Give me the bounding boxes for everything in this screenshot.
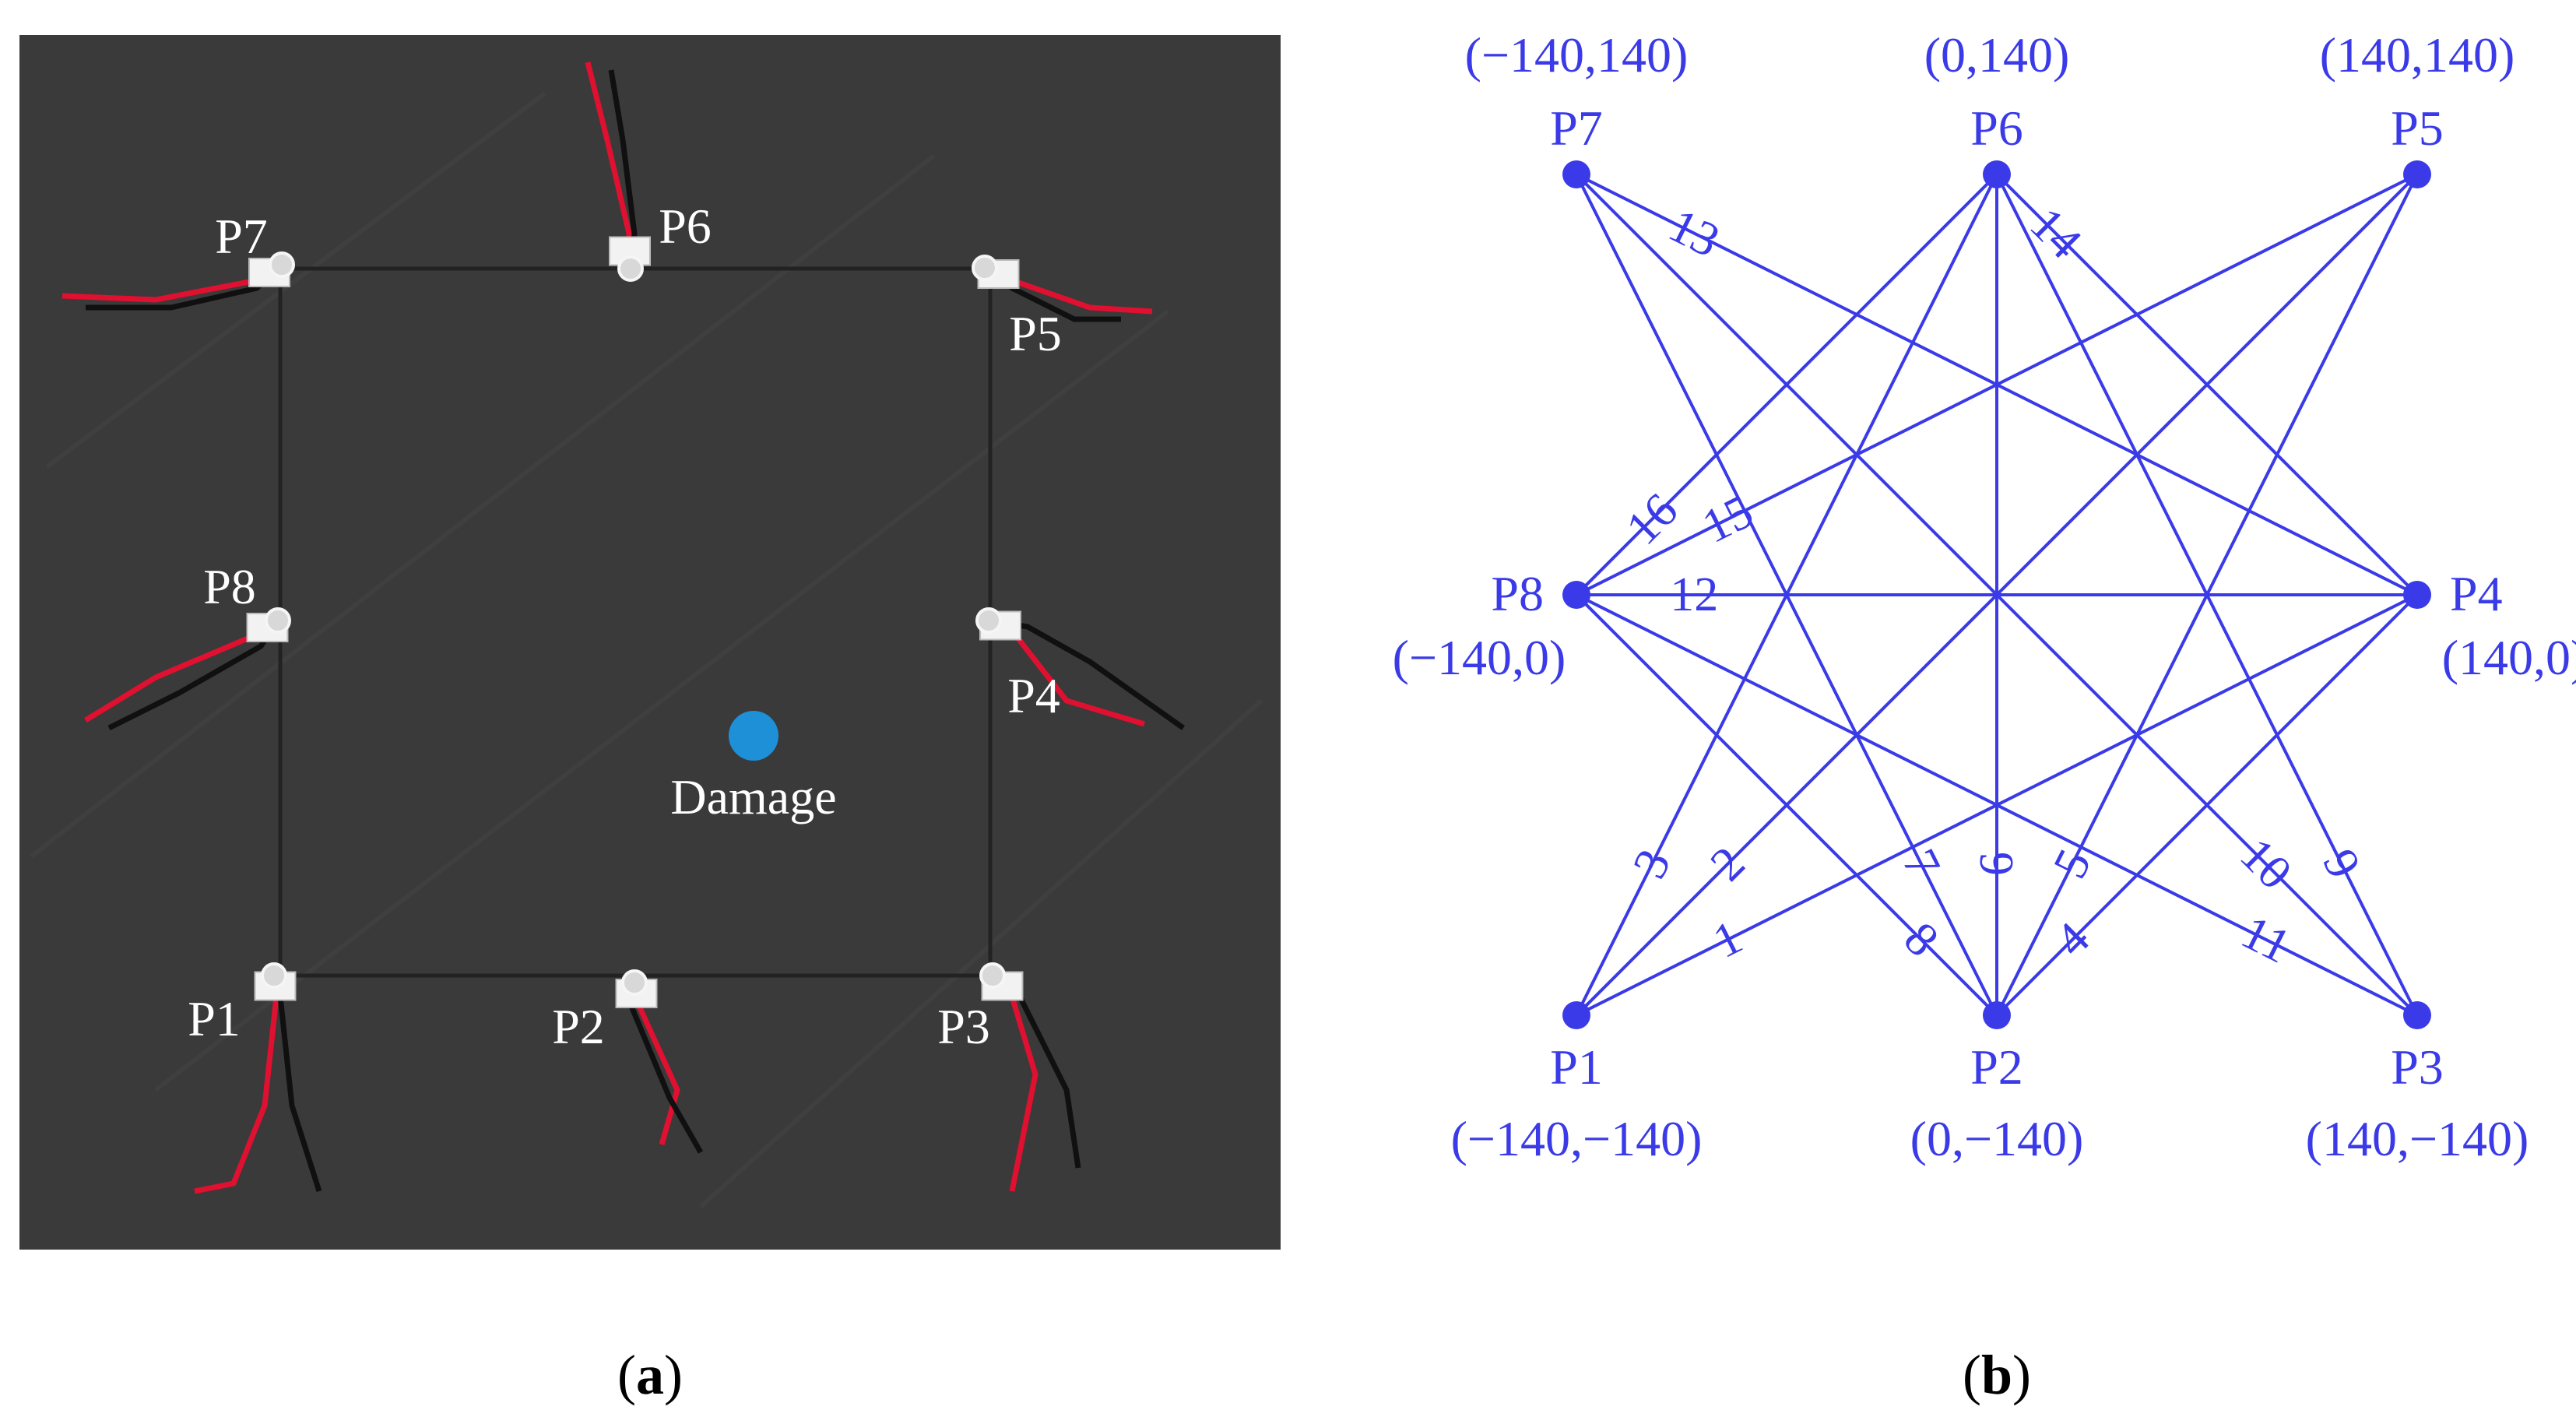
piezo-sensor <box>975 607 1002 634</box>
photo-sensor-label: P3 <box>937 999 990 1054</box>
sensor-node <box>1562 1001 1590 1029</box>
piezo-sensor <box>621 969 648 996</box>
sensor-node <box>1983 160 2011 188</box>
path-number: 12 <box>1670 568 1718 621</box>
sensing-paths <box>1575 173 2419 1017</box>
sensor-node-labels: P1 (−140,−140) P2 (0,−140) P3 (140,−140) P4 (14… <box>1393 27 2576 1166</box>
damage-label: Damage <box>670 769 836 825</box>
sensor-node-label: P6 <box>1970 100 2023 156</box>
photo-sensor-label: P4 <box>1007 668 1060 723</box>
photo-sensor-label: P8 <box>203 559 256 614</box>
sensing-path-line <box>1576 173 2418 596</box>
piezo-sensor <box>972 255 998 281</box>
path-number: 9 <box>2312 842 2370 887</box>
sensing-path-line <box>1995 173 2419 596</box>
piezo-sensor <box>617 255 644 282</box>
sensing-path-line <box>1576 593 2418 1017</box>
photo-sensor-label: P1 <box>188 991 241 1046</box>
sensor-node <box>1983 1001 2011 1029</box>
path-number: 13 <box>1661 199 1727 268</box>
sensor-coordinate-label: (−140,0) <box>1393 630 1566 685</box>
sensor-node-label: P5 <box>2391 100 2444 156</box>
path-number: 11 <box>2233 905 2299 974</box>
photo-sensor-label: P6 <box>659 199 712 254</box>
piezo-sensor <box>979 962 1006 989</box>
path-number: 15 <box>1694 485 1761 554</box>
sensor-coordinate-label: (140,−140) <box>2306 1111 2529 1166</box>
sensor-coordinate-label: (0,140) <box>1924 27 2070 83</box>
sensor-node <box>1562 160 1590 188</box>
sensor-coordinate-label: (140,140) <box>2320 27 2515 83</box>
sensor-node-label: P3 <box>2391 1039 2444 1095</box>
photo-sensors <box>246 236 1024 1008</box>
composite-plate <box>19 35 1281 1250</box>
sensing-path-line <box>1575 593 1998 1017</box>
photo-sensor-label: P5 <box>1009 306 1062 361</box>
sensor-node-label: P8 <box>1491 566 1544 621</box>
plate-texture <box>30 91 1263 1209</box>
piezo-sensor <box>265 607 291 634</box>
sensor-coordinate-label: (−140,−140) <box>1451 1111 1703 1166</box>
sensor-node-label: P2 <box>1970 1039 2023 1095</box>
sensor-node-label: P4 <box>2450 566 2503 621</box>
sensor-node-label: P7 <box>1550 100 1603 156</box>
path-number: 5 <box>2044 842 2102 887</box>
sensor-node <box>1562 581 1590 609</box>
photo-sensor-label: P2 <box>552 999 605 1054</box>
path-number: 1 <box>1705 910 1750 969</box>
path-number: 3 <box>1623 842 1682 887</box>
sensor-node <box>2403 1001 2431 1029</box>
sensor-nodes <box>1562 160 2431 1029</box>
caption-a: (a) <box>617 1344 683 1406</box>
path-number: 7 <box>1892 842 1950 887</box>
sensor-coordinate-label: (140,0) <box>2442 630 2576 685</box>
sensor-node <box>2403 581 2431 609</box>
sensor-node <box>2403 160 2431 188</box>
piezo-sensor <box>269 251 295 278</box>
sensor-node-label: P1 <box>1550 1039 1603 1095</box>
piezo-sensor <box>261 962 287 989</box>
sensor-coordinate-label: (−140,140) <box>1465 27 1689 83</box>
damage-marker <box>729 711 778 761</box>
sensing-path-line <box>1575 173 1998 596</box>
sensor-coordinate-label: (0,−140) <box>1910 1111 2084 1166</box>
path-number: 6 <box>1970 852 2023 876</box>
caption-b: (b) <box>1963 1344 2031 1406</box>
photo-sensor-label: P7 <box>215 209 268 264</box>
